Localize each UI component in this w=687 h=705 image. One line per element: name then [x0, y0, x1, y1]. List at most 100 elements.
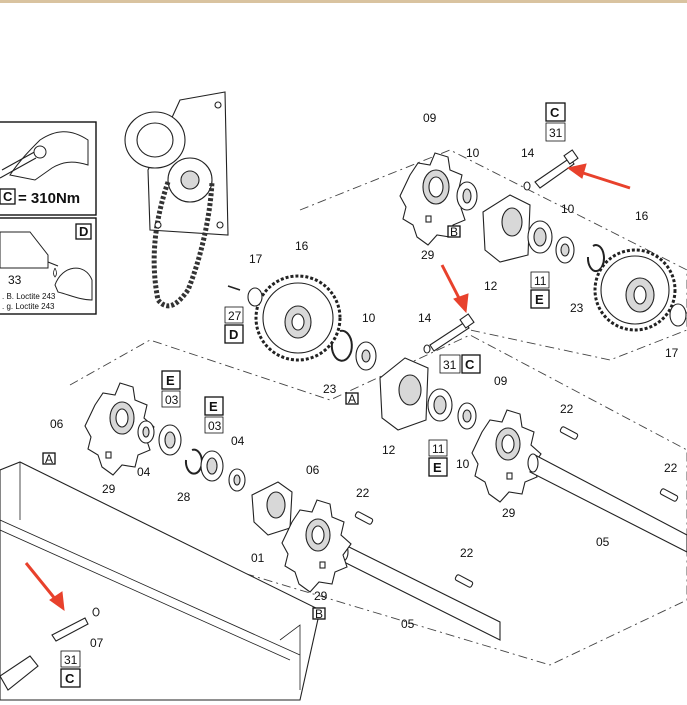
screwdriver-tool	[0, 655, 39, 691]
torque-tag-box	[0, 188, 16, 205]
loctite-note-1: . B. Loctite 243	[2, 292, 56, 301]
callout-11-top: 11 E	[530, 271, 550, 309]
callout-06-mid: 06	[306, 463, 320, 477]
callout-31-low: 31 C	[60, 650, 81, 688]
callout-17-right: 17	[665, 346, 679, 360]
bearing-housing-12-top	[482, 194, 531, 263]
washer-10-right	[555, 236, 575, 264]
circlip-28	[184, 448, 203, 475]
washer-17-right	[669, 303, 687, 327]
callout-29-low: 29	[314, 589, 328, 603]
highlight-arrow-mid	[440, 264, 469, 314]
callout-31-mid-number: 31	[443, 358, 457, 372]
callout-10-mid: 10	[362, 311, 376, 325]
shaft-05-right	[527, 426, 687, 553]
callout-12-mid: 12	[382, 443, 396, 457]
callout-27-tag: D	[229, 327, 238, 342]
washer-10-mid	[355, 341, 377, 371]
washer-10-mid2	[457, 402, 477, 430]
callout-03-b-tag: E	[209, 399, 218, 414]
callout-31-top-number: 31	[549, 126, 563, 140]
callout-31-low-tag: C	[65, 671, 75, 686]
key-22-d	[454, 574, 474, 588]
callout-labels: 09 10 14 16 10 29 12 23 17 17 16 14 10 2…	[50, 111, 679, 650]
callout-22-a: 22	[560, 402, 574, 416]
callout-28: 28	[177, 490, 191, 504]
bearing-03-b	[200, 450, 224, 482]
highlight-arrow-low	[24, 562, 65, 612]
circlip-23-mid	[330, 329, 353, 362]
circlip-23-right	[586, 244, 605, 273]
nut-29-left	[105, 451, 112, 459]
sprocket-06-mid	[281, 499, 352, 593]
nut-29-top	[425, 215, 432, 223]
view-a1: A	[348, 392, 356, 406]
key-22-c	[354, 511, 374, 525]
callout-22-b: 22	[664, 461, 678, 475]
nut-29-low	[319, 561, 326, 569]
callout-03-b-number: 03	[208, 419, 222, 433]
callout-03-a: E 03	[161, 370, 181, 408]
callout-31-top-tag: C	[550, 105, 560, 120]
bolt-31-low	[51, 607, 100, 642]
key-22-b	[659, 488, 679, 502]
callout-27-number: 27	[228, 309, 242, 323]
callout-11-mid-tag: E	[433, 460, 442, 475]
callout-31-top: C 31	[545, 102, 566, 142]
loctite-tag: D	[79, 224, 88, 239]
callout-31-mid-tag: C	[465, 357, 475, 372]
callout-29-top: 29	[421, 248, 435, 262]
lower-assembly-boundary	[69, 334, 687, 666]
callout-06-left: 06	[50, 417, 64, 431]
callout-11-mid-number: 11	[432, 442, 445, 456]
callout-17-left: 17	[249, 252, 263, 266]
washer-04-a	[137, 420, 155, 444]
loctite-inset: D 33 . B. Loctite 243 . g. Loctite 243	[0, 217, 97, 315]
callout-12-top: 12	[484, 279, 498, 293]
sprocket-09-mid	[471, 409, 542, 503]
callout-31-mid: 31 C	[439, 354, 481, 374]
highlight-arrow-top	[566, 163, 631, 190]
torque-tag: C	[3, 189, 13, 204]
callout-10-mid2: 10	[456, 457, 470, 471]
callout-03-a-number: 03	[165, 393, 179, 407]
view-b2: B	[315, 607, 323, 621]
washer-04-b	[228, 468, 246, 492]
top-border	[0, 0, 687, 3]
view-a2: A	[45, 452, 53, 466]
bearing-11-top	[527, 220, 553, 254]
callout-09-mid: 09	[494, 374, 508, 388]
loctite-bottle-icon	[0, 231, 49, 269]
bolt-31-top	[523, 149, 579, 191]
motor-chain-assembly	[124, 91, 229, 309]
shaft-05-low	[337, 511, 501, 641]
torque-inset: C = 310Nm	[0, 121, 97, 216]
callout-03-b: E 03	[204, 396, 224, 434]
callout-16-right: 16	[635, 209, 649, 223]
sprocket-06-left	[84, 382, 155, 476]
callout-07: 07	[90, 636, 104, 650]
callout-01: 01	[251, 551, 265, 565]
sprocket-16-left	[254, 274, 342, 362]
washer-17-left	[227, 285, 263, 307]
callout-11-top-tag: E	[535, 292, 544, 307]
washer-10-top	[456, 181, 478, 211]
torque-value: = 310Nm	[18, 190, 80, 207]
callout-22-d: 22	[460, 546, 474, 560]
bearing-housing-01	[251, 481, 293, 536]
callout-10-top: 10	[466, 146, 480, 160]
loctite-part-number: 33	[8, 273, 22, 287]
loctite-tag-box	[75, 223, 92, 240]
callout-23-right: 23	[570, 301, 584, 315]
callout-11-mid: 11 E	[428, 439, 448, 477]
callout-23-mid: 23	[323, 382, 337, 396]
callout-14-top: 14	[521, 146, 535, 160]
callout-29-left: 29	[102, 482, 116, 496]
sprocket-09-top	[399, 152, 470, 246]
upper-assembly-boundary	[299, 149, 687, 361]
callout-11-top-number: 11	[534, 274, 547, 288]
callout-27: 27 D	[224, 306, 244, 344]
callout-05-right: 05	[596, 535, 610, 549]
loctite-note-2: . g. Loctite 243	[2, 302, 55, 311]
callout-14-mid: 14	[418, 311, 432, 325]
